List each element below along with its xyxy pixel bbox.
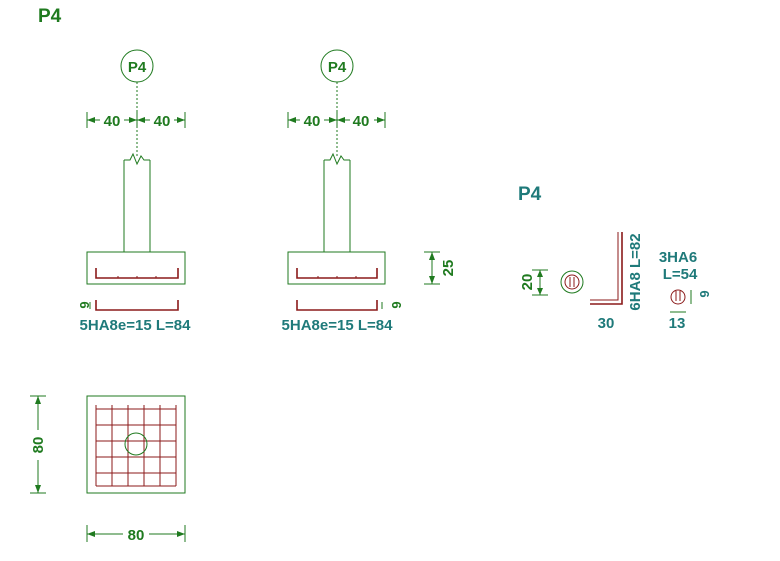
cover-dim-value: 6 [389,301,404,308]
rebar-label: 5HA8e=15 L=84 [80,317,192,334]
dim-arrow [288,117,296,123]
section-left: P4 40 40 6 5HA8e=15 L=84 [77,49,192,334]
break-line [324,152,350,166]
plan-rebar-grid [95,405,177,487]
dim-arrow [137,117,145,123]
section-right: P4 40 40 25 6 5HA8e=15 L=84 [282,49,457,334]
dim-arrow [337,117,345,123]
tie-shape [670,289,686,305]
dim-arrow [35,396,41,404]
long-bar-leg: 30 [598,315,615,332]
dim-arrow [35,485,41,493]
dim-arrow [537,288,543,295]
dim-value-left: 40 [104,113,121,130]
dim-arrow [429,252,435,260]
schedule-title: P4 [518,184,542,205]
column-bubble-label: P4 [328,59,347,76]
column-plan-circle [124,432,148,456]
tie-dim-h: 13 [669,315,686,332]
long-bar-label: 6HA8 L=82 [627,233,644,310]
dim-arrow [177,531,185,537]
tie-label: 3HA6 [659,249,697,266]
tie-dim-v: 6 [697,290,712,297]
dim-arrow [537,270,543,277]
column-side-dim: 20 [519,274,536,291]
dim-value-left: 40 [304,113,321,130]
plan-width-value: 80 [128,527,145,544]
rebar-detail [296,300,378,311]
column-section-tie [564,274,580,290]
footing-plan-outline [86,395,186,494]
dim-arrow [87,117,95,123]
plan-view: 80 80 [30,395,186,544]
column-bubble-label: P4 [128,59,147,76]
rebar-detail [95,300,179,311]
dim-arrow [129,117,137,123]
dim-value-right: 40 [353,113,370,130]
sheet-title: P4 [38,6,62,27]
dim-arrow [87,531,95,537]
footing-outline [86,251,186,285]
rebar-label: 5HA8e=15 L=84 [282,317,394,334]
footing-outline [287,251,386,285]
dim-arrow [429,276,435,284]
dim-arrow [377,117,385,123]
column-section-outer [560,270,584,294]
long-bar-shape-inner [590,232,619,301]
dim-arrow [177,117,185,123]
column-schedule: P4 20 30 6HA8 L=82 3HA6 L=54 13 6 [518,184,712,332]
plan-height-value: 80 [30,437,47,454]
dim-value-right: 40 [154,113,171,130]
break-line [124,152,150,166]
long-bar-shape [590,232,623,305]
tie-length: L=54 [663,266,698,283]
dim-arrow [329,117,337,123]
cover-dim-value: 6 [77,301,92,308]
height-dim-value: 25 [440,260,457,277]
